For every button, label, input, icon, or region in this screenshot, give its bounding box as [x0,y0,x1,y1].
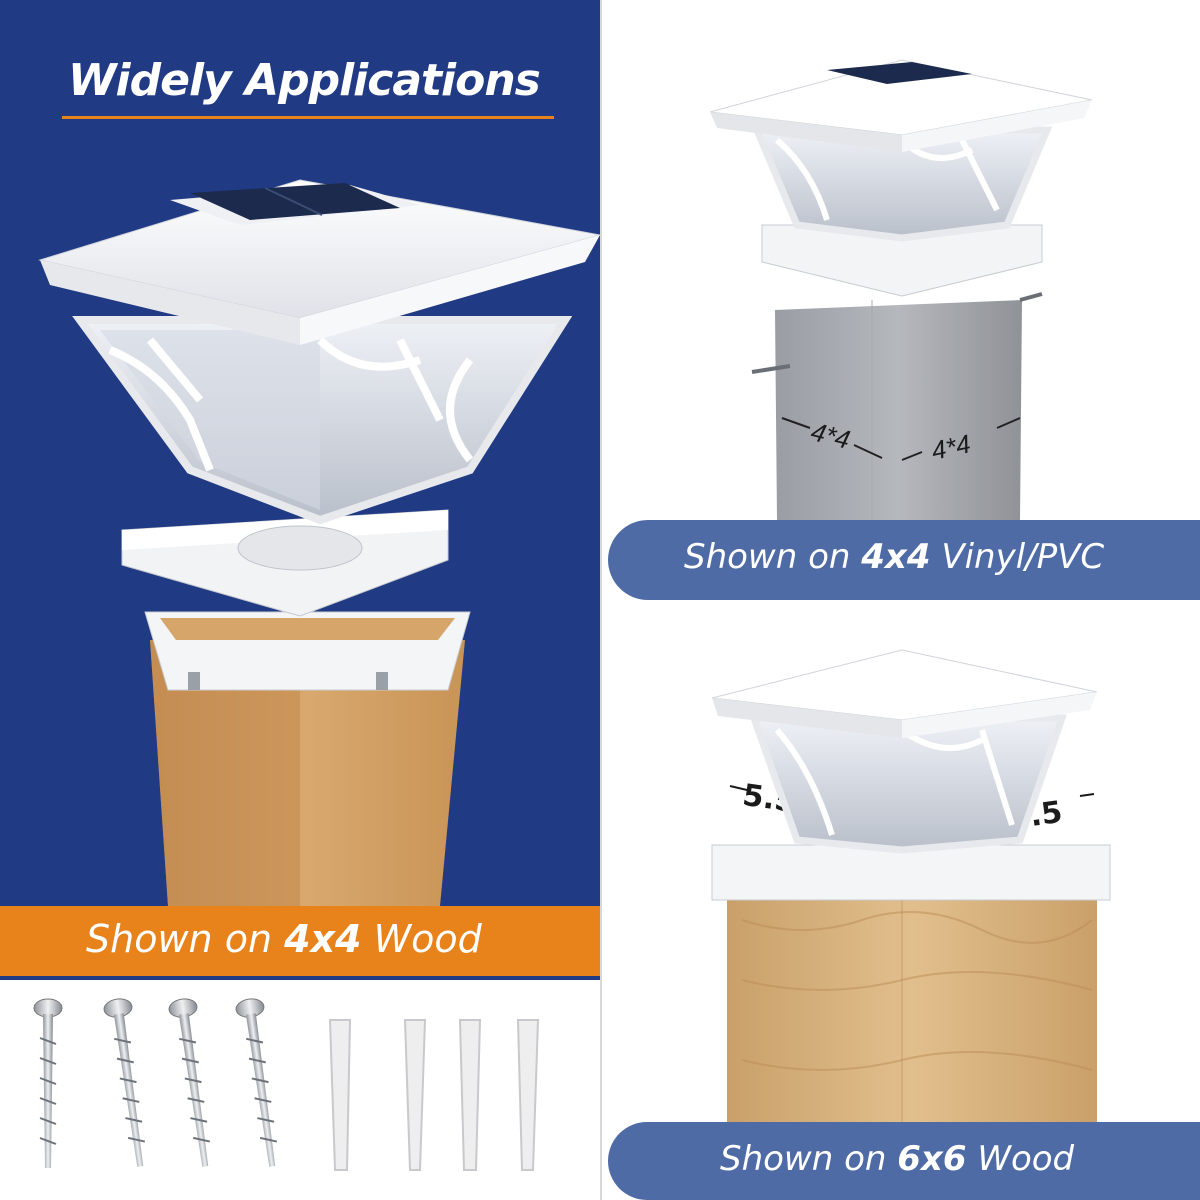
panel-divider [600,0,602,1200]
wood-6x6-panel: 5.5*5.5 5.5*5.5 [602,600,1200,1200]
label-size: 4x4 [284,917,362,961]
label-suffix: Wood [966,1139,1075,1179]
accessories-illustration [33,998,540,1171]
page-title: Widely Applications [68,55,541,106]
vinyl-panel: 4*4 4*4 [602,0,1200,600]
label-suffix: Vinyl/PVC [930,537,1105,577]
screws [33,998,278,1168]
vinyl-post-light-illustration: 4*4 4*4 [709,59,1093,520]
label-prefix: Shown on [720,1139,898,1179]
label-size: 4x4 [861,537,931,577]
wood-post-light-illustration [38,179,600,906]
label-suffix: Wood [361,917,482,961]
label-prefix: Shown on [684,537,862,577]
label-prefix: Shown on [86,917,285,961]
wood-6x6-label: Shown on 6x6 Wood [720,1139,1074,1179]
vinyl-4x4-label: Shown on 4x4 Vinyl/PVC [684,537,1104,577]
wood-4x4-banner: Shown on 4x4 Wood [0,906,600,976]
wood-6x6-post-light-illustration: 5.5*5.5 5.5*5.5 [711,649,1111,1200]
left-panel: Widely Applications [0,0,600,980]
title-underline [62,116,554,119]
label-size: 6x6 [897,1139,967,1179]
wall-anchors [328,1019,540,1171]
wood-4x4-label: Shown on 4x4 Wood [86,917,482,961]
vinyl-4x4-banner: Shown on 4x4 Vinyl/PVC [608,520,1200,600]
wood-6x6-banner: Shown on 6x6 Wood [608,1122,1200,1200]
